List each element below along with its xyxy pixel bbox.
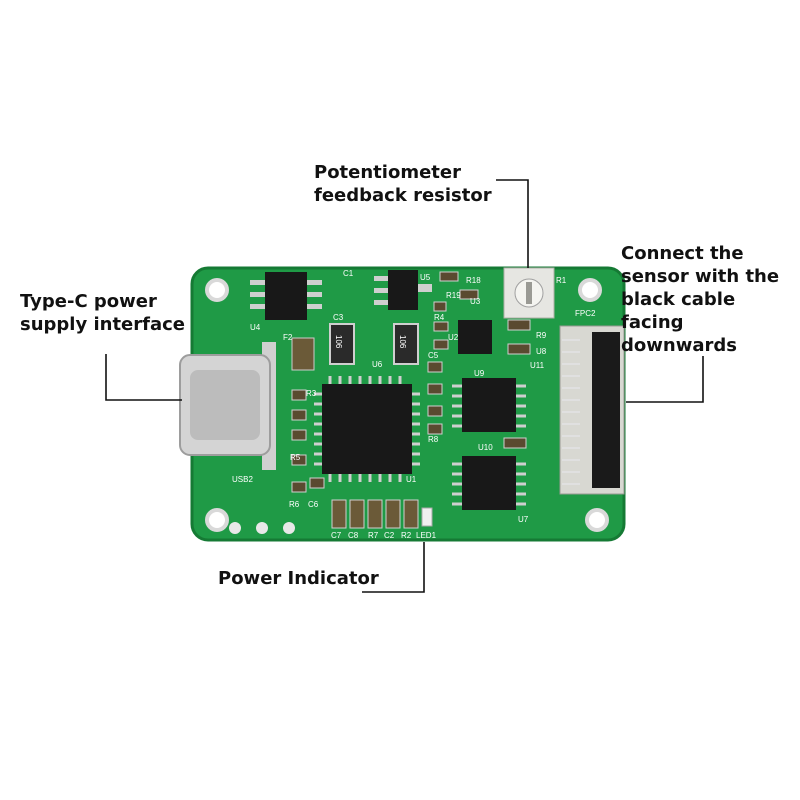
- svg-text:106: 106: [398, 335, 407, 349]
- svg-text:U7: U7: [518, 515, 529, 524]
- svg-text:FPC2: FPC2: [575, 309, 596, 318]
- svg-text:C8: C8: [348, 531, 359, 540]
- callout-power: Power Indicator: [218, 568, 379, 589]
- svg-text:F2: F2: [283, 333, 293, 342]
- svg-text:C6: C6: [308, 500, 319, 509]
- svg-text:R8: R8: [428, 435, 439, 444]
- smd-components: [291, 271, 531, 493]
- mounting-hole: [205, 278, 229, 302]
- mounting-holes: [205, 278, 609, 532]
- svg-text:U5: U5: [420, 273, 431, 282]
- leader-sensor: [626, 356, 704, 403]
- svg-text:R1: R1: [556, 276, 567, 285]
- u9-chip: [452, 378, 526, 432]
- svg-text:R3: R3: [306, 389, 317, 398]
- test-pads: [229, 522, 295, 534]
- fpc-connector: [559, 325, 625, 495]
- led1: [421, 507, 433, 527]
- capacitors: [291, 323, 419, 371]
- u1-mcu: [314, 376, 420, 482]
- svg-text:U4: U4: [250, 323, 261, 332]
- svg-text:R18: R18: [466, 276, 481, 285]
- callout-sensor: Connect the sensor with the black cable …: [621, 243, 780, 356]
- svg-text:USB2: USB2: [232, 475, 253, 484]
- svg-text:R2: R2: [401, 531, 412, 540]
- svg-text:C3: C3: [333, 313, 344, 322]
- svg-text:R9: R9: [536, 331, 547, 340]
- svg-text:C7: C7: [331, 531, 342, 540]
- svg-text:U9: U9: [474, 369, 485, 378]
- svg-text:R5: R5: [290, 453, 301, 462]
- mounting-hole: [578, 278, 602, 302]
- callout-typec: Type-C power supply interface: [20, 291, 185, 335]
- u5-chip: [374, 270, 432, 310]
- svg-text:R4: R4: [434, 313, 445, 322]
- leader-potentiometer: [496, 179, 529, 268]
- svg-text:U11: U11: [530, 361, 545, 370]
- svg-text:C5: C5: [428, 351, 439, 360]
- svg-text:U8: U8: [536, 347, 547, 356]
- svg-text:106: 106: [334, 335, 343, 349]
- svg-text:C2: C2: [384, 531, 395, 540]
- svg-text:R19: R19: [446, 291, 461, 300]
- u4-chip: [250, 272, 322, 320]
- mounting-hole: [585, 508, 609, 532]
- silkscreen-labels: U4 F2 C1 U5 R18 R1 C3 R19 U3 R4 U2 R9 U8…: [232, 269, 596, 540]
- svg-text:LED1: LED1: [416, 531, 437, 540]
- u7-chip: [452, 456, 526, 510]
- svg-text:U3: U3: [470, 297, 481, 306]
- svg-text:U2: U2: [448, 333, 459, 342]
- bottom-passives: [331, 499, 419, 529]
- mounting-hole: [205, 508, 229, 532]
- leader-lines: [105, 179, 704, 593]
- usb-typec-connector: [179, 342, 276, 470]
- svg-text:U10: U10: [478, 443, 493, 452]
- u3-chip: [458, 320, 492, 354]
- leader-power: [362, 542, 425, 593]
- potentiometer: [503, 267, 555, 319]
- svg-text:R7: R7: [368, 531, 379, 540]
- svg-text:C1: C1: [343, 269, 354, 278]
- svg-text:U6: U6: [372, 360, 383, 369]
- svg-text:U1: U1: [406, 475, 417, 484]
- svg-text:R6: R6: [289, 500, 300, 509]
- callout-potentiometer: Potentiometer feedback resistor: [314, 162, 492, 206]
- leader-typec: [105, 354, 182, 401]
